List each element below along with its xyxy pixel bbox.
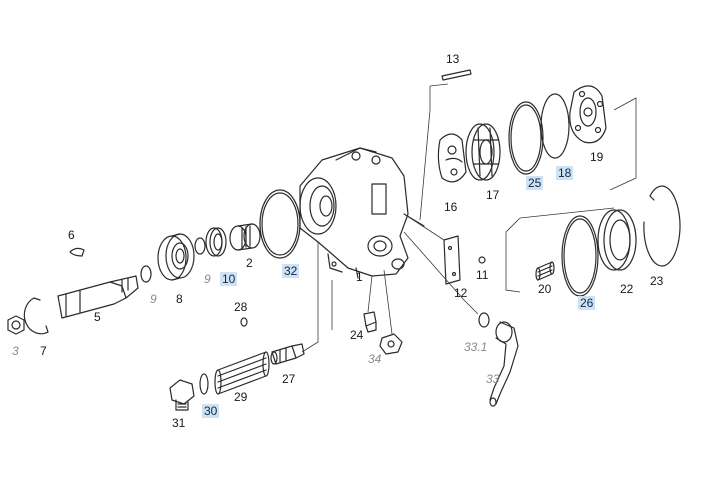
label-part-18: 18 [556,166,574,180]
label-part-27: 27 [282,372,296,386]
label-part-24: 24 [350,328,364,342]
label-part-11: 11 [476,268,489,282]
label-part-5: 5 [94,310,101,324]
label-part-29: 29 [234,390,248,404]
label-part-12: 12 [454,286,468,300]
part-26-ring [561,215,599,297]
label-part-17: 17 [486,188,500,202]
part-28-ring [240,317,248,327]
part-6-key [69,247,85,257]
label-part-23: 23 [650,274,664,288]
label-part-28: 28 [234,300,248,314]
part-11-screw [478,256,486,264]
part-17-rotor [465,123,501,181]
part-9-ring [140,237,206,283]
part-7-circlip [23,297,49,335]
part-33-1-ring [478,312,490,328]
part-12-plate [443,235,461,285]
part-3-nut [7,315,25,335]
label-part-8: 8 [176,292,183,306]
part-20-spring [535,261,555,281]
part-16-cam-plate [437,133,467,183]
label-part-6: 6 [68,228,75,242]
label-part-33-1: 33.1 [464,340,488,354]
part-18-o-ring [540,93,570,159]
label-part-20: 20 [538,282,552,296]
label-part-10: 10 [220,272,238,286]
part-25-o-ring [508,101,544,175]
label-part-26: 26 [578,296,596,310]
label-part-7: 7 [40,344,47,358]
part-30-ring [199,373,209,395]
part-29-spring [214,351,270,395]
label-part-3: 3 [12,344,19,358]
label-part-31: 31 [172,416,186,430]
label-part-1: 1 [356,270,363,284]
part-8-bearing [157,233,195,281]
label-part-25: 25 [526,176,544,190]
label-part-32: 32 [282,264,300,278]
part-22-ring-gear [597,209,637,271]
label-part-34: 34 [368,352,382,366]
label-part-19: 19 [590,150,604,164]
label-part-22: 22 [620,282,634,296]
label-part-9-upper: 9 [204,272,211,286]
part-34-fitting [379,333,403,355]
part-5-shaft [57,275,139,319]
label-part-30: 30 [202,404,220,418]
label-part-13: 13 [446,52,460,66]
part-10-ring [205,227,227,257]
part-19-end-plate [569,85,607,144]
label-part-2: 2 [246,256,253,270]
part-23-snap-ring [643,185,681,267]
part-31-plug [169,379,195,411]
part-27-valve [270,343,305,365]
part-24-fitting [363,311,377,333]
part-32-o-ring [259,189,301,259]
part-2-needle-bearing [229,223,261,251]
label-part-33: 33 [486,372,500,386]
part-1-housing [299,147,425,279]
label-part-16: 16 [444,200,458,214]
assembly-guide-lines [301,83,637,353]
part-13-pin [441,69,472,81]
label-part-9-lower: 9 [150,292,157,306]
part-33-elbow-pipe [489,321,519,407]
